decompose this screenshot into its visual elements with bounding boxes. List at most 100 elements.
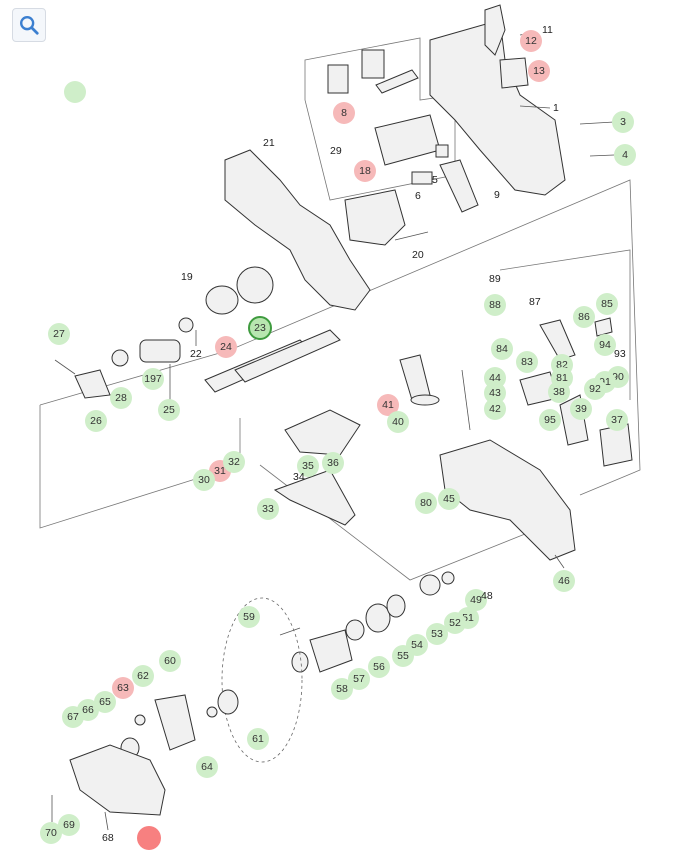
cover-part (154, 694, 196, 751)
part-callout[interactable]: 67 (62, 706, 84, 728)
part-callout[interactable]: 52 (444, 612, 466, 634)
part-callout[interactable]: 55 (392, 645, 414, 667)
part-callout[interactable]: 53 (426, 623, 448, 645)
part-callout[interactable]: 86 (573, 306, 595, 328)
part-number: 93 (614, 348, 626, 360)
plate-part (309, 629, 353, 673)
part-callout[interactable]: 12 (520, 30, 542, 52)
bearing-part (365, 603, 391, 633)
part-number: 89 (489, 273, 501, 285)
part-callout[interactable]: 65 (94, 691, 116, 713)
part-callout[interactable]: 40 (387, 411, 409, 433)
part-callout[interactable]: 70 (40, 822, 62, 844)
handle-housing-part (429, 19, 566, 196)
rod-part (234, 329, 341, 383)
part-callout[interactable]: 61 (247, 728, 269, 750)
part-callout[interactable]: 24 (215, 336, 237, 358)
part-callout[interactable]: 58 (331, 678, 353, 700)
controller-plate-part (374, 114, 441, 166)
part-callout[interactable]: 13 (528, 60, 550, 82)
part-number: 6 (415, 190, 421, 202)
part-callout[interactable]: 36 (322, 452, 344, 474)
part-callout[interactable]: 57 (348, 668, 370, 690)
stator-part (236, 266, 274, 304)
part-callout[interactable]: 23 (248, 316, 272, 340)
part-callout[interactable]: 35 (297, 455, 319, 477)
part-callout[interactable]: 49 (465, 589, 487, 611)
part-callout[interactable]: 38 (548, 381, 570, 403)
bolt-line (279, 627, 301, 636)
screw-part (134, 714, 146, 726)
part-callout[interactable]: 28 (110, 387, 132, 409)
leader-line (554, 554, 565, 569)
switch-part (327, 64, 349, 94)
part-callout[interactable]: 39 (570, 398, 592, 420)
part-number: 29 (330, 145, 342, 157)
part-callout[interactable]: 92 (584, 378, 606, 400)
search-icon (20, 16, 39, 35)
leader-line (104, 811, 109, 831)
part-callout[interactable]: 56 (368, 656, 390, 678)
bearing-part (178, 317, 194, 333)
part-callout[interactable]: 63 (112, 677, 134, 699)
lever-part (539, 319, 576, 361)
spring-line (54, 359, 76, 375)
part-callout[interactable]: 80 (415, 492, 437, 514)
part-callout[interactable]: 64 (196, 756, 218, 778)
ring-part (410, 394, 440, 406)
part-callout[interactable]: 42 (484, 398, 506, 420)
part-number: 9 (494, 189, 500, 201)
part-callout[interactable]: 33 (257, 498, 279, 520)
gear-part (419, 574, 441, 596)
switch-lever-part (439, 159, 479, 213)
leader-line (579, 121, 615, 125)
part-callout[interactable]: 8 (333, 102, 355, 124)
part-number: 22 (190, 348, 202, 360)
part-callout[interactable]: 32 (223, 451, 245, 473)
plate-part (273, 469, 356, 526)
part-callout[interactable]: 18 (354, 160, 376, 182)
part-callout[interactable]: 37 (606, 409, 628, 431)
blade-guard-part (69, 744, 166, 816)
switch-part (361, 49, 385, 79)
part-callout[interactable]: 4 (614, 144, 636, 166)
part-callout[interactable]: 85 (596, 293, 618, 315)
part-callout[interactable]: 46 (553, 570, 575, 592)
armature-frame (39, 405, 241, 529)
part-callout[interactable]: 59 (238, 606, 260, 628)
gear-housing-frame (229, 179, 641, 496)
marker-dot[interactable] (64, 81, 86, 103)
lever-part (484, 4, 506, 56)
search-button[interactable] (12, 8, 46, 42)
part-callout[interactable]: 27 (48, 323, 70, 345)
part-callout[interactable]: 3 (612, 111, 634, 133)
switch-assembly-frame (304, 37, 456, 201)
saw-blade-part (221, 597, 303, 763)
lock-lever-frame (499, 249, 631, 400)
part-number: 1 (553, 102, 559, 114)
bearing-part (111, 349, 129, 367)
motor-part (344, 189, 406, 246)
housing-part (224, 149, 371, 311)
marker-dot[interactable] (137, 826, 161, 850)
part-callout[interactable]: 41 (377, 394, 399, 416)
armature-frame-top (39, 349, 231, 406)
label-plate-part (499, 57, 529, 89)
part-callout[interactable]: 26 (85, 410, 107, 432)
part-callout[interactable]: 83 (516, 351, 538, 373)
bar-part (375, 69, 419, 94)
part-number: 11 (542, 24, 553, 36)
part-callout[interactable]: 94 (594, 334, 616, 356)
part-callout[interactable]: 60 (159, 650, 181, 672)
part-callout[interactable]: 197 (142, 368, 164, 390)
collar-part (345, 619, 365, 641)
part-callout[interactable]: 25 (158, 399, 180, 421)
part-callout[interactable]: 69 (58, 814, 80, 836)
part-callout[interactable]: 62 (132, 665, 154, 687)
part-callout[interactable]: 30 (193, 469, 215, 491)
part-callout[interactable]: 45 (438, 488, 460, 510)
part-callout[interactable]: 95 (539, 409, 561, 431)
part-callout[interactable]: 84 (491, 338, 513, 360)
part-number: 21 (263, 137, 275, 149)
part-callout[interactable]: 88 (484, 294, 506, 316)
